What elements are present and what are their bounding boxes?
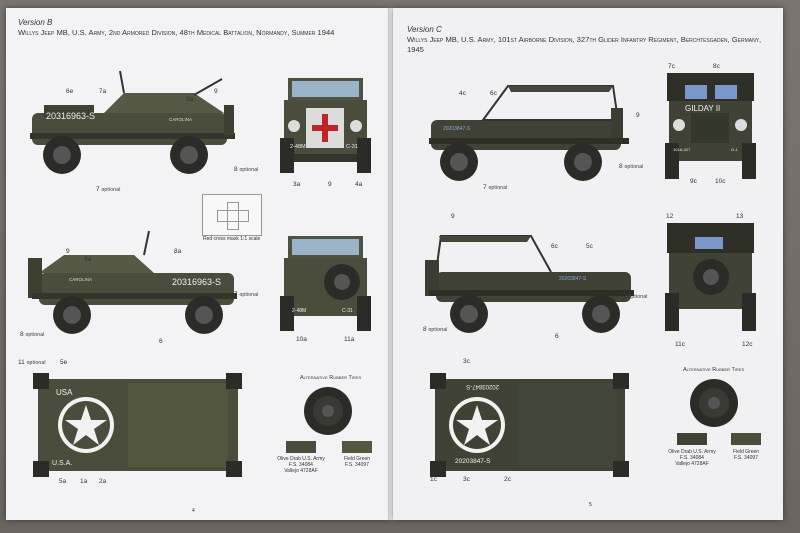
callout: 2c [504,476,511,483]
callout: 2a [99,478,107,485]
svg-text:C-31: C-31 [342,308,353,314]
svg-text:20203847-S: 20203847-S [559,276,587,282]
callout: 9 [451,213,455,220]
callout: 9 [214,88,218,95]
callout: 8 optional [20,331,45,338]
callout: 6 [555,333,559,340]
svg-text:20203847-S: 20203847-S [443,126,471,132]
callout: 5a [59,478,67,485]
svg-text:20203847-S: 20203847-S [466,383,499,389]
version-subtitle: Willys Jeep MB, U.S. Army, 101st Airborn… [407,35,762,54]
callout: 9 [636,112,640,119]
alternative-tyre [690,379,738,427]
spine [388,8,396,520]
callout: 3a [293,181,301,188]
svg-text:20203847-S: 20203847-S [455,458,491,465]
callout: 1c [430,476,437,483]
callout: 9c [690,178,697,185]
jeep-side-view-left: 20203847-S [429,85,629,181]
callout: 8 optional [234,166,259,173]
callout: 11a [344,336,355,343]
callout: 6c [490,90,497,97]
callout: 3c [463,476,470,483]
svg-text:20316963-S: 20316963-S [172,277,221,287]
callout: 8a [174,248,182,255]
callout: 7 optional [623,293,648,300]
svg-text:USA: USA [56,388,73,397]
callout: 12 [666,213,674,220]
callout: 11c [675,341,685,348]
svg-text:U.S.A.: U.S.A. [52,460,72,467]
callout: 10c [715,178,726,185]
callout: 6e [66,88,74,95]
callout: 8 optional [423,326,448,333]
paint-swatch-field-green [731,433,761,445]
version-subtitle: Willys Jeep MB, U.S. Army, 2nd Armored D… [18,28,335,37]
svg-text:101A-327: 101A-327 [673,147,691,152]
jeep-side-view-right: 20203847-S [425,235,634,333]
callout: 7 optional [96,186,121,193]
jeep-rear-view: 2-48M C-31 [280,236,371,331]
version-title: Version B [18,18,53,27]
callout: 6 [159,338,163,345]
callout: 7c [668,63,675,70]
right-page: Version C Willys Jeep MB, U.S. Army, 101… [393,8,783,520]
jeep-rear-view [665,223,756,331]
svg-text:CAROLINA: CAROLINA [69,277,92,282]
callout: 7 optional [234,291,259,298]
jeep-side-view-left: 20316963-S CAROLINA [30,70,235,174]
callout: 12c [742,341,753,348]
callout: 3c [463,358,470,365]
page-number: 4 [192,508,195,514]
callout: 13 [736,213,744,220]
callout: 6c [551,243,558,250]
svg-text:GILDAY II: GILDAY II [685,104,720,113]
callout: 4c [459,90,466,97]
tyre-label: Alternative Rubber Tires [300,375,362,381]
paint-swatch-olive-drab [286,441,316,453]
callout: 5c [586,243,593,250]
callout: 1a [80,478,88,485]
callout: 9 [66,248,70,255]
alternative-tyre [304,387,352,435]
jeep-front-view: 2-48M C-31 [280,78,371,173]
tyre-label: Alternative Rubber Tires [683,367,745,373]
paint-swatch-field-green [342,441,372,453]
callout: 4a [355,181,363,188]
side-marking: 20316963-S [46,111,95,121]
svg-text:CAROLINA: CAROLINA [169,117,192,122]
callout: 8c [713,63,720,70]
version-title: Version C [407,25,442,34]
jeep-top-view: USA U.S.A. [33,373,242,477]
callout: 11 optional [18,359,46,366]
callout: 10a [296,336,307,343]
jeep-side-view-right: 20316963-S CAROLINA [28,230,237,334]
callout: 9a [186,96,194,103]
callout: 5e [60,359,68,366]
svg-text:G-1: G-1 [731,147,738,152]
svg-text:2-48M: 2-48M [292,308,306,314]
paint-swatch-olive-drab [677,433,707,445]
mask-label: Red cross mask 1:1 scale [203,236,261,242]
callout: 9 [328,181,332,188]
jeep-top-view: 20203847-S 20203847-S [430,373,629,477]
callout: 9a [84,256,92,263]
red-cross-mask [202,194,262,236]
jeep-front-view: GILDAY II 101A-327 G-1 [665,73,756,179]
callout: 7 optional [483,184,508,191]
callout: 8 optional [619,163,644,170]
page-number: 5 [589,502,592,508]
left-page: Version B Willys Jeep MB, U.S. Army, 2nd… [6,8,390,520]
svg-text:2-48M: 2-48M [290,144,306,150]
svg-text:C-31: C-31 [346,144,358,150]
callout: 7a [99,88,107,95]
